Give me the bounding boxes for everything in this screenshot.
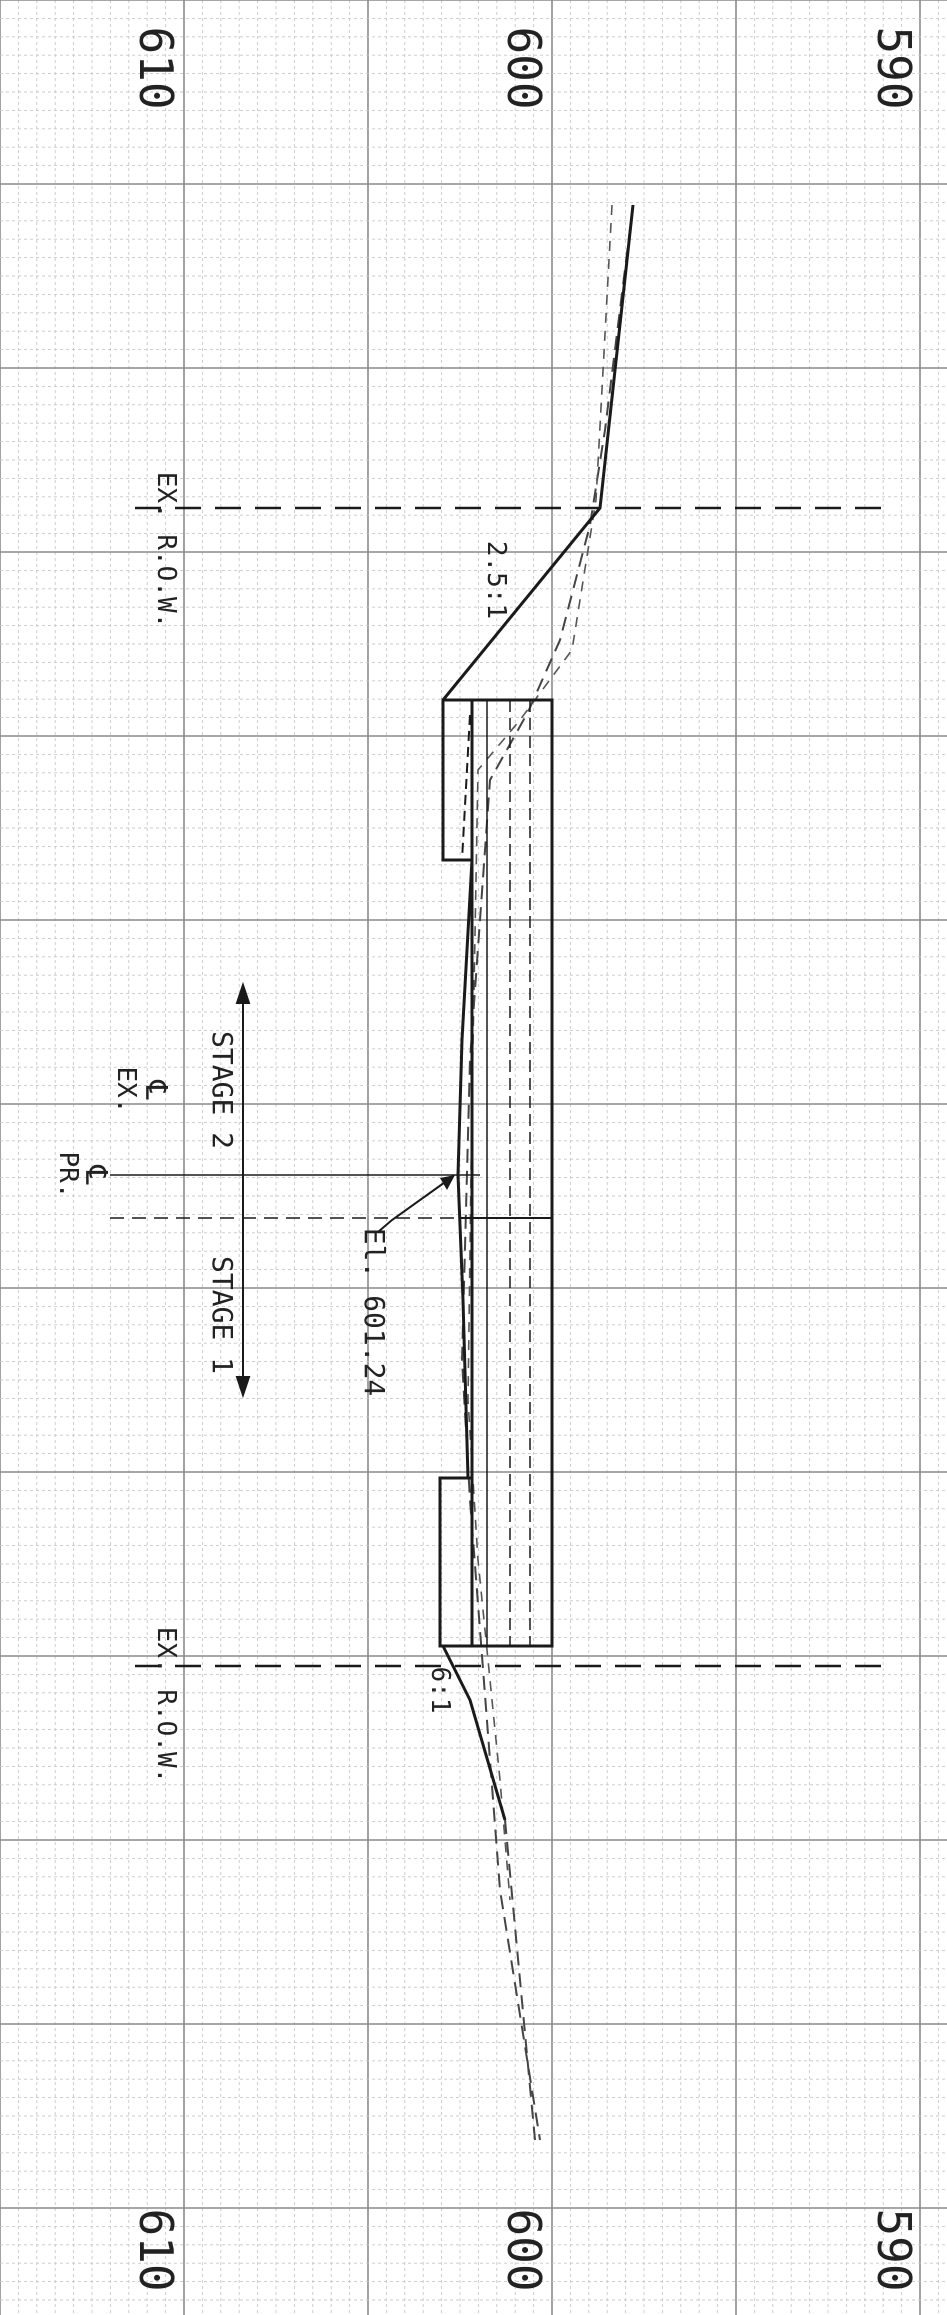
elevation-label-600-bottom: 600: [497, 2208, 551, 2291]
curb-top: [441, 698, 474, 862]
pr-centerline-symbol: ℄: [78, 1164, 113, 1185]
elevation-callout-label: El. 601.24: [358, 1228, 391, 1397]
elevation-label-590-bottom: 590: [867, 2208, 921, 2291]
elevation-callout-leader: [377, 1179, 449, 1233]
stage-2-label: STAGE 2: [206, 1031, 239, 1149]
stage-1-label: STAGE 1: [206, 1256, 239, 1374]
slope-right-line: [441, 204, 635, 701]
slope-left-line: [441, 1645, 507, 1821]
curb-bottom: [438, 1476, 474, 1648]
existing-ground-line: [460, 204, 634, 2141]
elevation-label-600-top: 600: [497, 26, 551, 109]
stage-arrow: [235, 981, 251, 1399]
pavement-section: [438, 698, 554, 1648]
ex-centerline-symbol: ℄: [138, 1079, 173, 1100]
ex-row-label-top: EX. R.O.W.: [151, 472, 181, 629]
slope-left-label: 6:1: [425, 1667, 455, 1714]
ex-centerline-label: EX.: [111, 1067, 141, 1114]
pr-centerline-label: PR.: [53, 1152, 83, 1199]
elevation-labels-bottom: 610 600 590: [129, 2208, 921, 2291]
ex-row-label-bottom: EX. R.O.W.: [151, 1627, 181, 1784]
proposed-surface: [456, 859, 474, 1479]
existing-ground-line-2: [467, 204, 613, 1901]
elevation-labels-top: 610 600 590: [129, 26, 921, 109]
elevation-label-590-top: 590: [867, 26, 921, 109]
elevation-callout-arrowhead: [440, 1175, 455, 1190]
elevation-label-610-bottom: 610: [129, 2208, 183, 2291]
elevation-label-610-top: 610: [129, 26, 183, 109]
pavement-base: [470, 698, 554, 1648]
slope-right-label: 2.5:1: [481, 541, 511, 619]
